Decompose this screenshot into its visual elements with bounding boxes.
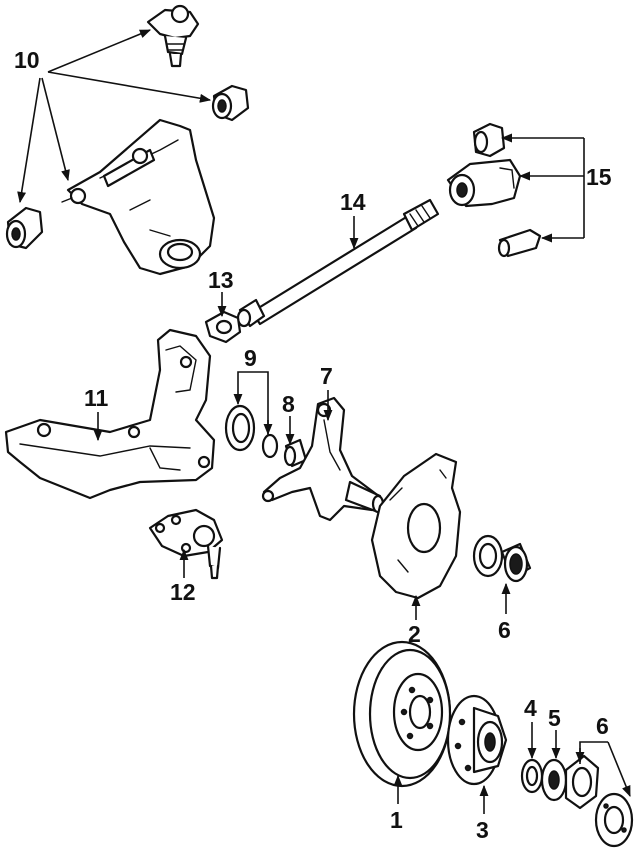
steering-knuckle — [261, 396, 385, 522]
callout-12: 12 — [170, 579, 196, 605]
callout-15: 15 — [586, 164, 612, 190]
oil-seal — [224, 404, 256, 452]
drive-shaft — [236, 198, 440, 328]
wheel-hub — [446, 694, 508, 786]
callout-7: 7 — [320, 363, 333, 389]
hub-flange — [564, 754, 600, 810]
repair-kit-parts — [446, 122, 542, 258]
callout-8: 8 — [282, 391, 295, 417]
upper-ball-joint — [146, 4, 200, 68]
callout-3: 3 — [476, 817, 489, 843]
callout-4: 4 — [524, 695, 537, 721]
upper-arm-bushing-left — [5, 206, 44, 250]
callout-1: 1 — [390, 807, 403, 833]
wheel-bearing-upper — [472, 534, 532, 583]
brake-rotor — [352, 640, 452, 788]
seal — [204, 310, 242, 344]
crossmember — [4, 328, 216, 500]
hub-cap — [594, 792, 634, 848]
callout-11: 11 — [84, 385, 109, 411]
callout-6-upper: 6 — [498, 617, 511, 643]
bearing-race — [520, 758, 544, 794]
hub-bearing — [540, 758, 568, 802]
callout-2: 2 — [408, 621, 421, 647]
callout-9: 9 — [244, 345, 257, 371]
upper-arm-bushing-right — [211, 84, 250, 122]
callout-labels: 10 15 14 13 9 7 8 11 12 2 6 4 5 6 1 3 — [14, 47, 612, 843]
snap-ring — [261, 433, 279, 459]
upper-control-arm — [61, 118, 216, 276]
callout-5: 5 — [548, 705, 561, 731]
callout-6-lower: 6 — [596, 713, 609, 739]
callout-10: 10 — [14, 47, 40, 73]
dust-shield — [370, 452, 462, 600]
lower-ball-joint — [148, 508, 224, 580]
callout-13: 13 — [208, 267, 234, 293]
leader-lines — [17, 29, 631, 814]
callout-14: 14 — [340, 189, 366, 215]
